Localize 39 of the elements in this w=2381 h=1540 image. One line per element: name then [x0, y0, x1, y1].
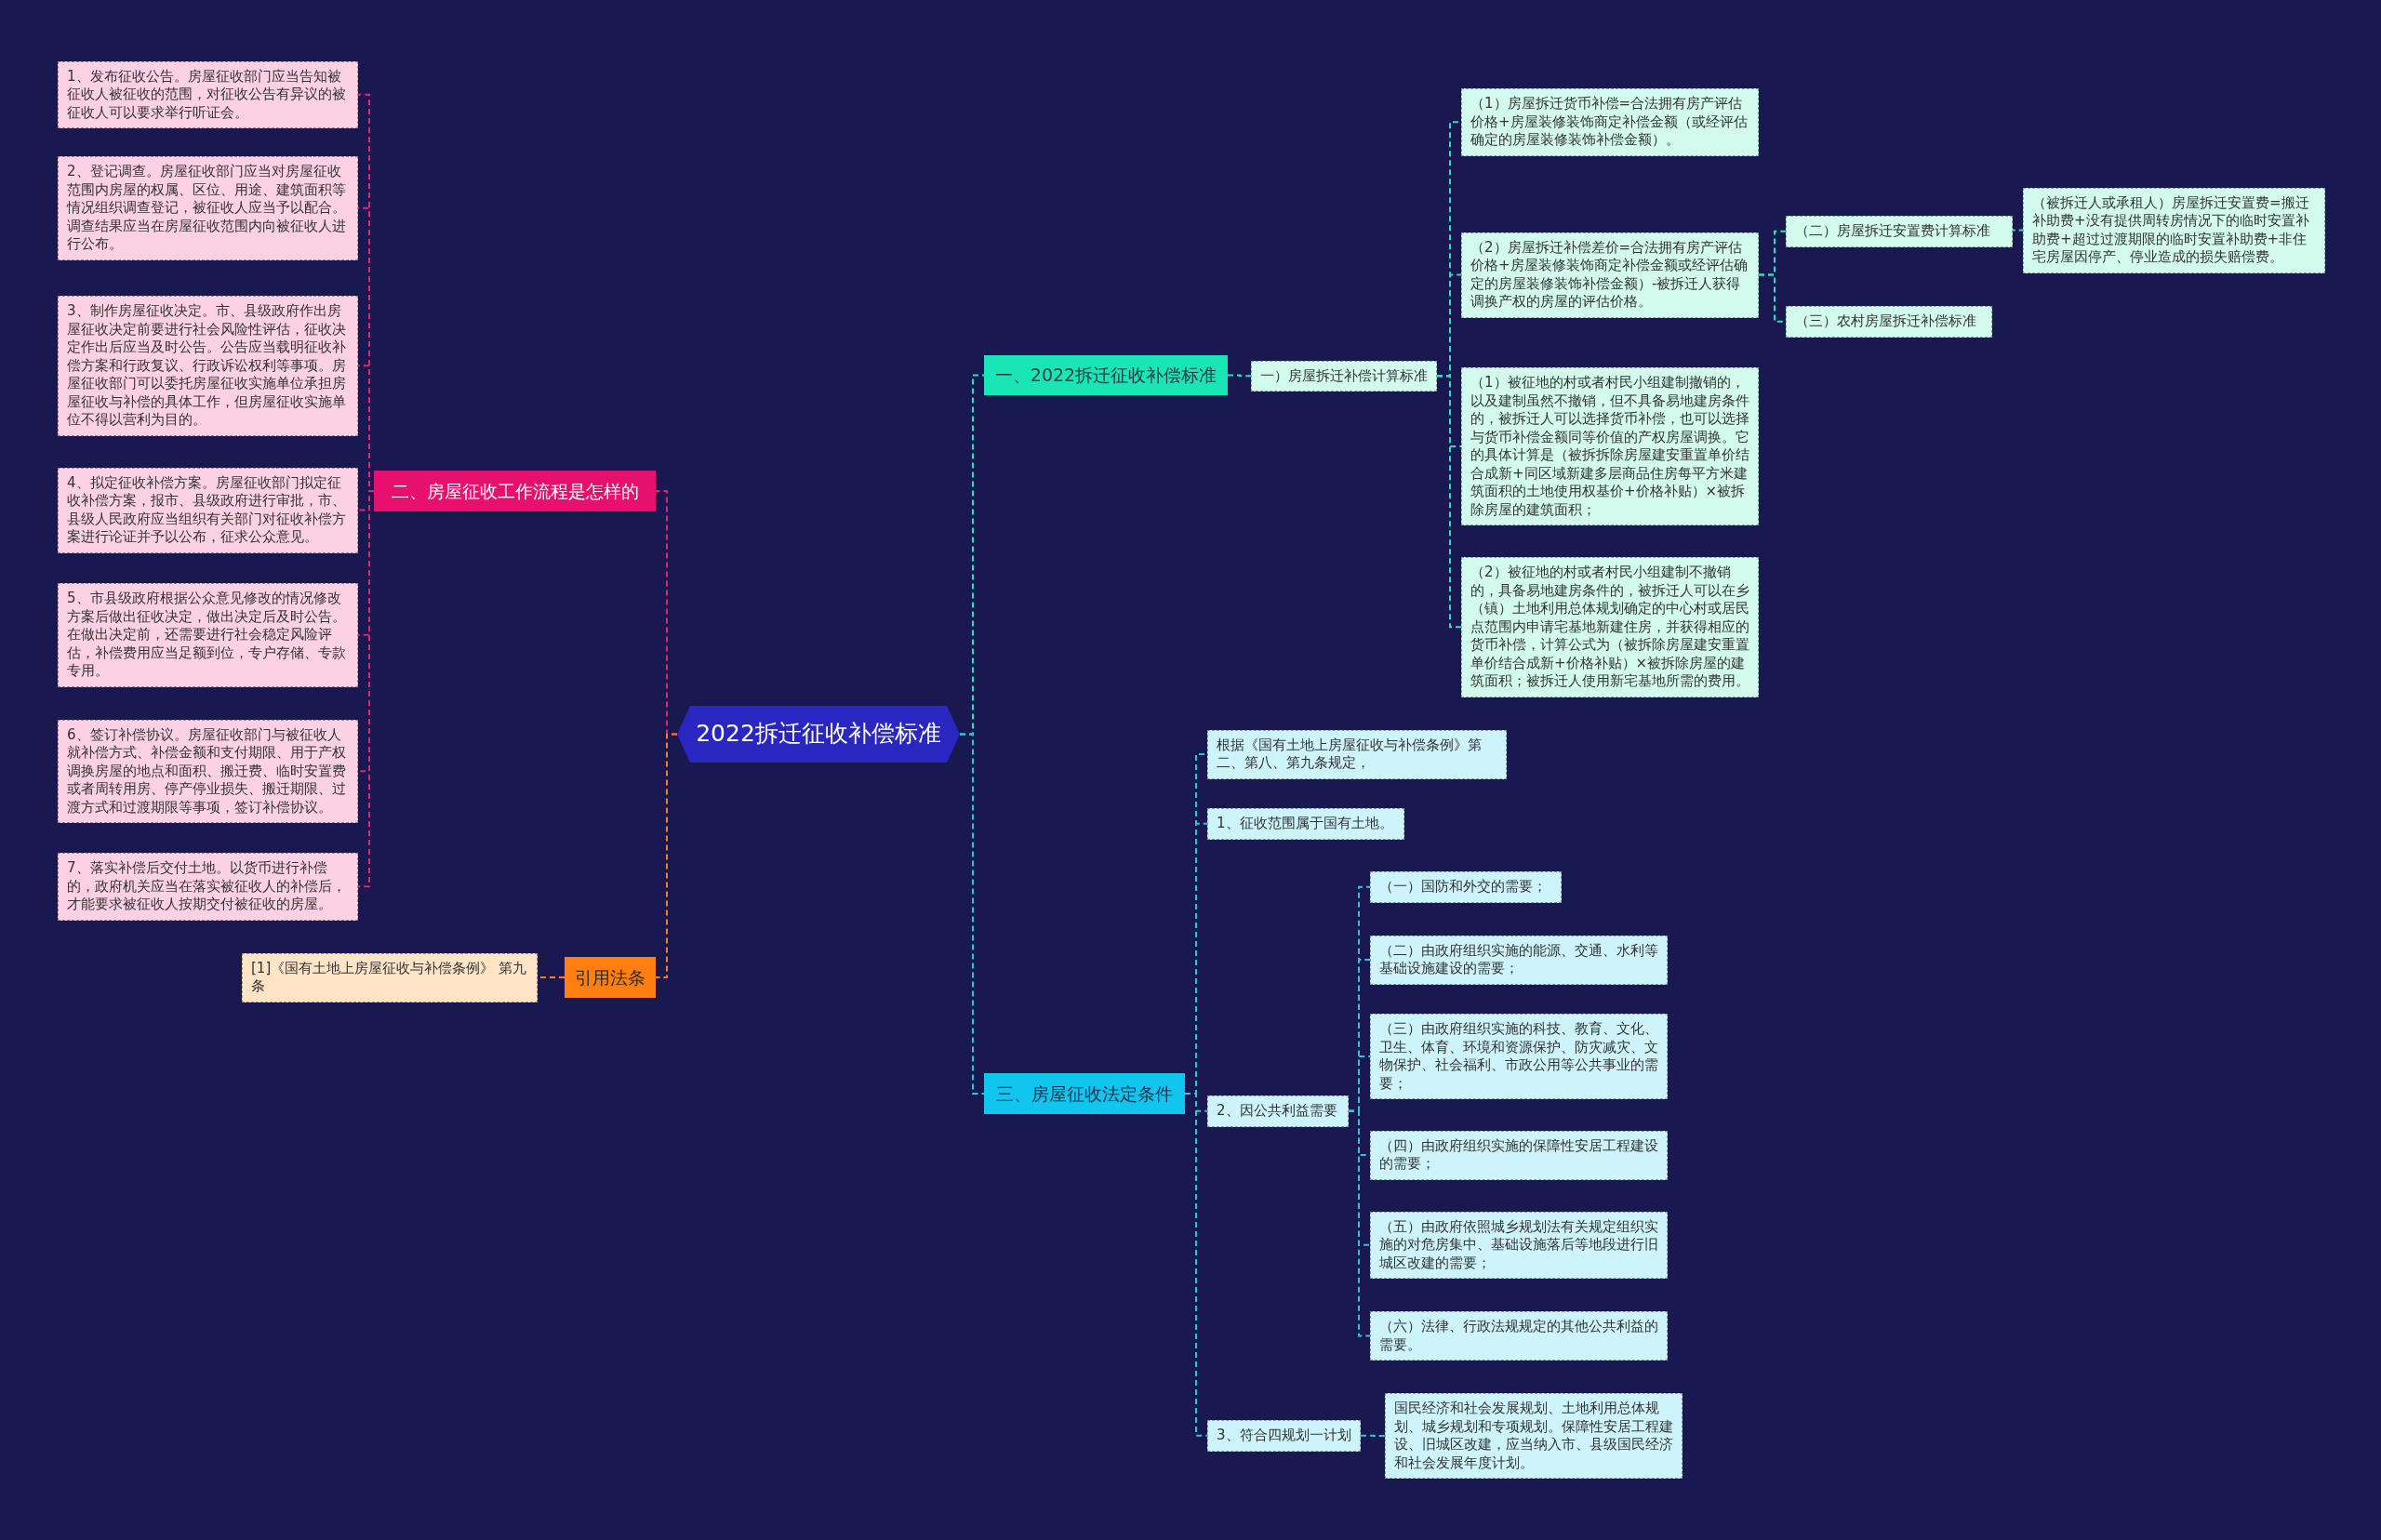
- subtopic-box: （一）国防和外交的需要；: [1370, 871, 1562, 903]
- subtopic-box: （二）由政府组织实施的能源、交通、水利等基础设施建设的需要；: [1370, 935, 1668, 985]
- branch-topic-box: 二、房屋征收工作流程是怎样的: [374, 471, 656, 511]
- connector-line: [2011, 229, 2024, 232]
- branch-topic-box: 引用法条: [565, 957, 656, 998]
- subtopic-box: 5、市县级政府根据公众意见修改的情况修改方案后做出征收决定，做出决定后及时公告。在做出决定前，还需要进行社会稳定风险评估，补偿费用应当足额到位，专户存储、专款专用。: [58, 583, 358, 687]
- subtopic-box: 根据《国有土地上房屋征收与补偿条例》第二、第八、第九条规定，: [1207, 729, 1507, 779]
- connector-line: [959, 733, 985, 1095]
- subtopic-box: （三）农村房屋拆迁补偿标准: [1786, 306, 1992, 338]
- subtopic-box: （二）房屋拆迁安置费计算标准: [1786, 216, 2013, 247]
- subtopic-box: 国民经济和社会发展规划、土地利用总体规划、城乡规划和专项规划。保障性安居工程建设、旧城区改建，应当纳入市、县级国民经济和社会发展年度计划。: [1385, 1393, 1683, 1479]
- connector-line: [1348, 1109, 1371, 1337]
- subtopic-box: （2）被征地的村或者村民小组建制不撤销的，具备易地建房条件的，被拆迁人可以在乡（镇）土地利用总体规划确定的中心村或居民点范围内申请宅基地新建住房，并获得相应的货币补偿，计算公式为（被拆除房屋建安重置单价结合成新+价格补贴）×被拆除房屋的建筑面积；被拆迁人使用新宅基地所需的费用。: [1461, 557, 1759, 697]
- subtopic-box: （2）房屋拆迁补偿差价=合法拥有房产评估价格+房屋装修装饰商定补偿金额或经评估确定的房屋装修装饰补偿金额）-被拆迁人获得调换产权的房屋的评估价格。: [1461, 232, 1759, 318]
- subtopic-box: （四）由政府组织实施的保障性安居工程建设的需要；: [1370, 1130, 1668, 1180]
- connector-line: [1227, 374, 1252, 378]
- branch-topic-box: 三、房屋征收法定条件: [984, 1073, 1185, 1114]
- subtopic-box: 1、征收范围属于国有土地。: [1207, 808, 1404, 840]
- subtopic-box: 一）房屋拆迁补偿计算标准: [1251, 360, 1437, 392]
- connector-line: [1360, 1434, 1386, 1437]
- subtopic-box: （被拆迁人或承租人）房屋拆迁安置费=搬迁补助费+没有提供周转房情况下的临时安置补助费+超过过渡期限的临时安置补助费+非住宅房屋因停产、停业造成的损失赔偿费。: [2023, 187, 2325, 273]
- subtopic-box: （1）被征地的村或者村民小组建制撤销的，以及建制虽然不撤销，但不具备易地建房条件的，被拆迁人可以选择货币补偿，也可以选择与货币补偿金额同等价值的产权房屋调换。它的具体计算是（被拆拆除房屋建安重置单价结合成新+同区域新建多层商品住房每平方米建筑面积的土地使用权基价+价格补贴）×被拆除房屋的建筑面积；: [1461, 367, 1759, 525]
- subtopic-box: （六）法律、行政法规规定的其他公共利益的需要。: [1370, 1311, 1668, 1361]
- subtopic-box: 3、符合四规划一计划: [1207, 1420, 1361, 1452]
- branch-topic-box: 一、2022拆迁征收补偿标准: [984, 355, 1228, 395]
- subtopic-box: （1）房屋拆迁货币补偿=合法拥有房产评估价格+房屋装修装饰商定补偿金额（或经评估确定的房屋装修装饰补偿金额）。: [1461, 88, 1759, 156]
- subtopic-box: 2、登记调查。房屋征收部门应当对房屋征收范围内房屋的权属、区位、用途、建筑面积等情况组织调查登记，被征收人应当予以配合。调查结果应当在房屋征收范围内向被征收人进行公布。: [58, 156, 358, 260]
- subtopic-box: （三）由政府组织实施的科技、教育、文化、卫生、体育、环境和资源保护、防灾减灾、文物保护、社会福利、市政公用等公共事业的需要；: [1370, 1014, 1668, 1099]
- subtopic-box: 6、签订补偿协议。房屋征收部门与被征收人就补偿方式、补偿金额和支付期限、用于产权调换房屋的地点和面积、搬迁费、临时安置费或者周转用房、停产停业损失、搬迁期限、过渡方式和过渡期限等事项，签订补偿协议。: [58, 719, 358, 823]
- subtopic-box: 2、因公共利益需要: [1207, 1095, 1349, 1127]
- central-topic-text: 2022拆迁征收补偿标准: [696, 719, 941, 750]
- subtopic-box: [1]《国有土地上房屋征收与补偿条例》 第九条: [242, 952, 538, 1002]
- subtopic-box: 3、制作房屋征收决定。市、县级政府作出房屋征收决定前要进行社会风险性评估，征收决定作出后应当及时公告。公告应当载明征收补偿方案和行政复议、行政诉讼权利等事项。房屋征收部门可以委托房屋征收实施单位承担房屋征收与补偿的具体工作，但房屋征收实施单位不得以营利为目的。: [58, 296, 358, 436]
- subtopic-box: 7、落实补偿后交付土地。以货币进行补偿的，政府机关应当在落实被征收人的补偿后，才能要求被征收人按期交付被征收的房屋。: [58, 853, 358, 921]
- connector-line: [655, 733, 678, 978]
- subtopic-box: 1、发布征收公告。房屋征收部门应当告知被征收人被征收的范围，对征收公告有异议的被征收人可以要求举行听证会。: [58, 60, 358, 128]
- subtopic-box: 4、拟定征收补偿方案。房屋征收部门拟定征收补偿方案，报市、县级政府进行审批，市、县级人民政府应当组织有关部门对征收补偿方案进行论证并予以公布，征求公众意见。: [58, 467, 358, 553]
- subtopic-box: （五）由政府依照城乡规划法有关规定组织实施的对危房集中、基础设施落后等地段进行旧城区改建的需要；: [1370, 1211, 1668, 1279]
- connector-line: [1436, 375, 1462, 629]
